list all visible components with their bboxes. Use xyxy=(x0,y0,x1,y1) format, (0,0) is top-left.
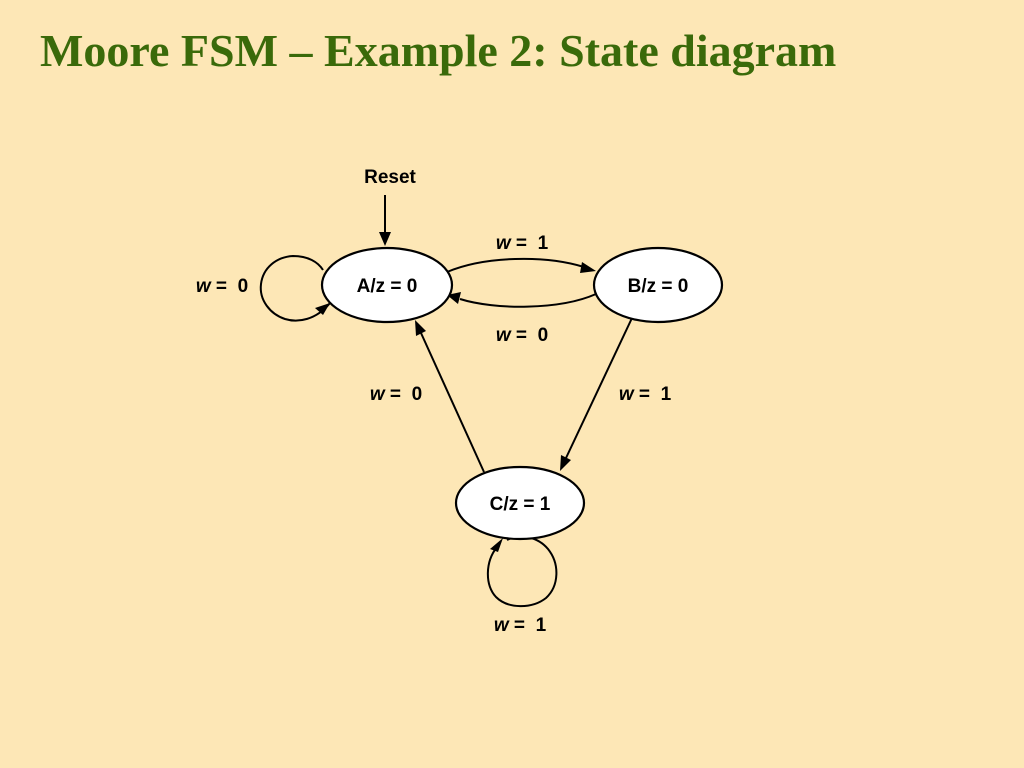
edge-a-self-loop-arrowhead xyxy=(315,303,330,315)
edge-b-to-a xyxy=(459,293,597,308)
label-a-to-b-var: w xyxy=(496,233,512,254)
label-a-to-b-value: = 1 xyxy=(511,233,549,254)
label-a-self-loop-value: = 0 xyxy=(211,276,249,297)
label-b-to-c: w = 1 xyxy=(619,384,672,405)
edge-b-to-c-arrowhead xyxy=(560,455,571,471)
edge-c-to-a xyxy=(420,332,485,473)
edge-a-to-b-arrowhead xyxy=(580,262,596,273)
label-c-to-a-value: = 0 xyxy=(385,384,423,405)
reset-arrowhead xyxy=(379,232,391,246)
state-a-label: A/z = 0 xyxy=(357,276,418,297)
edge-c-self-loop xyxy=(486,535,558,608)
label-b-to-c-var: w xyxy=(619,384,635,405)
label-a-self-loop-var: w xyxy=(196,276,212,297)
state-b-node xyxy=(592,246,724,324)
edge-a-self-loop xyxy=(259,254,331,322)
label-c-self-loop-value: = 1 xyxy=(509,615,547,636)
state-b-label: B/z = 0 xyxy=(628,276,689,297)
reset-label: Reset xyxy=(364,167,416,188)
state-c-node xyxy=(454,465,586,541)
label-c-self-loop-var: w xyxy=(494,615,510,636)
edge-a-to-b xyxy=(446,257,585,273)
label-b-to-c-value: = 1 xyxy=(634,384,672,405)
edge-b-to-c xyxy=(565,317,633,459)
label-b-to-a-value: = 0 xyxy=(511,325,549,346)
label-c-to-a-var: w xyxy=(370,384,386,405)
state-a-node xyxy=(320,246,454,324)
edge-c-to-a-arrowhead xyxy=(415,320,426,336)
slide-title: Moore FSM – Example 2: State diagram xyxy=(40,25,837,76)
label-a-self-loop: w = 0 xyxy=(196,276,248,297)
label-b-to-a-var: w xyxy=(496,325,512,346)
state-c-label: C/z = 1 xyxy=(490,494,551,515)
label-c-self-loop: w = 1 xyxy=(494,615,547,636)
label-a-to-b: w = 1 xyxy=(496,233,549,254)
label-c-to-a: w = 0 xyxy=(370,384,422,405)
label-b-to-a: w = 0 xyxy=(496,325,548,346)
edge-c-self-loop-arrowhead xyxy=(490,538,503,552)
